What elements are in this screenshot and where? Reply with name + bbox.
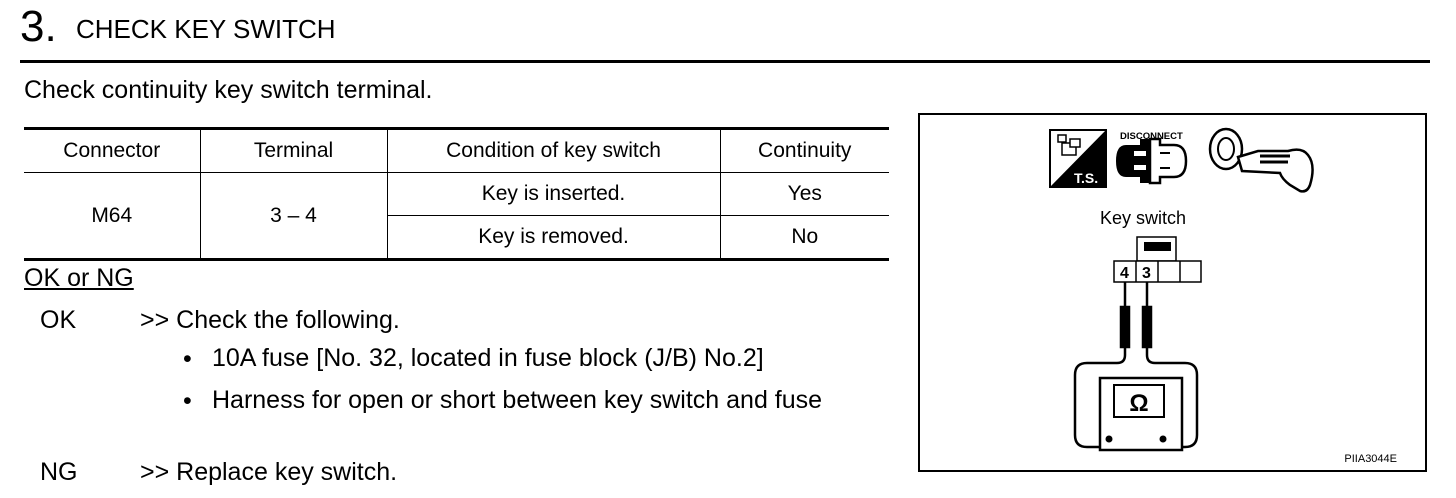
tester-probes: [1073, 282, 1199, 449]
figure-caption: Key switch: [1100, 208, 1187, 228]
cell-connector: M64: [24, 172, 200, 260]
cell-terminal: 3 – 4: [199, 172, 387, 260]
ok-ng-heading: OK or NG: [24, 264, 134, 292]
bullet-icon: •: [183, 387, 192, 415]
table-row: Key is removed. No: [24, 215, 889, 260]
ok-action: >> Check the following.: [140, 306, 400, 334]
disconnect-connector-icon: DISCONNECT: [1116, 131, 1188, 185]
ohmmeter-icon: Ω: [1098, 376, 1184, 452]
step-number: 3.: [20, 2, 57, 51]
key-switch-connector: 4 3: [1113, 236, 1202, 283]
key-icon: [1208, 127, 1314, 193]
ts-label: T.S.: [1074, 170, 1098, 186]
ok-item: Harness for open or short between key sw…: [212, 386, 823, 414]
disconnect-label: DISCONNECT: [1120, 131, 1183, 142]
terminal-4-label: 4: [1120, 265, 1129, 282]
ok-label: OK: [40, 306, 77, 334]
cell-continuity: Yes: [719, 172, 889, 216]
ng-label: NG: [40, 458, 78, 486]
header-condition: Condition of key switch: [386, 128, 720, 173]
header-connector: Connector: [24, 128, 200, 173]
test-switch-icon: T.S.: [1049, 129, 1107, 188]
ng-action: >> Replace key switch.: [140, 458, 398, 486]
continuity-table: Connector Terminal Condition of key swit…: [24, 127, 889, 261]
table-header-row: Connector Terminal Condition of key swit…: [24, 128, 889, 173]
step-header: 3. CHECK KEY SWITCH: [20, 0, 1430, 63]
cell-condition: Key is removed.: [386, 215, 720, 260]
cell-condition: Key is inserted.: [386, 172, 720, 216]
ohm-symbol: Ω: [1129, 390, 1148, 417]
figure-id: PIIA3044E: [1344, 453, 1397, 465]
ok-item: 10A fuse [No. 32, located in fuse block …: [212, 344, 764, 372]
cell-continuity: No: [719, 215, 889, 260]
header-terminal: Terminal: [199, 128, 387, 173]
bullet-icon: •: [183, 345, 192, 373]
header-continuity: Continuity: [719, 128, 889, 173]
instruction-text: Check continuity key switch terminal.: [24, 76, 433, 104]
terminal-3-label: 3: [1142, 265, 1151, 282]
key-switch-diagram: T.S. DISCONNECT 4: [918, 113, 1427, 472]
table-row: M64 3 – 4 Key is inserted. Yes: [24, 172, 889, 260]
step-title: CHECK KEY SWITCH: [76, 14, 336, 44]
